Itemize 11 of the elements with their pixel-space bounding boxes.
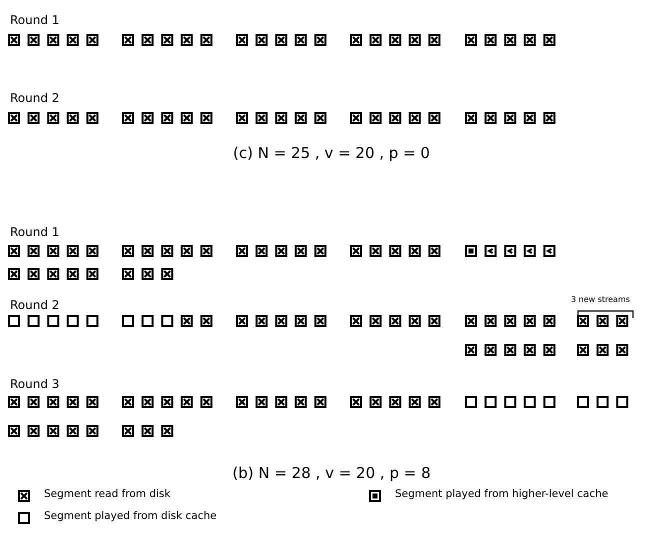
legend-text: Segment played from disk cache: [44, 511, 217, 523]
legend-text: Segment played from higher-level cache: [395, 489, 608, 501]
legend-text: Segment read from disk: [44, 489, 170, 501]
caption: (c) N = 25 , v = 20 , p = 0: [232, 145, 431, 162]
round-label: Round 2: [10, 92, 60, 106]
round-label: Round 2: [10, 299, 60, 312]
round-label: Round 3: [10, 378, 60, 392]
caption: (b) N = 28 , v = 20 , p = 8: [231, 465, 432, 482]
round-label: Round 1: [10, 14, 60, 28]
bracket-label: 3 new streams: [571, 296, 630, 305]
round-label: Round 1: [10, 226, 60, 240]
